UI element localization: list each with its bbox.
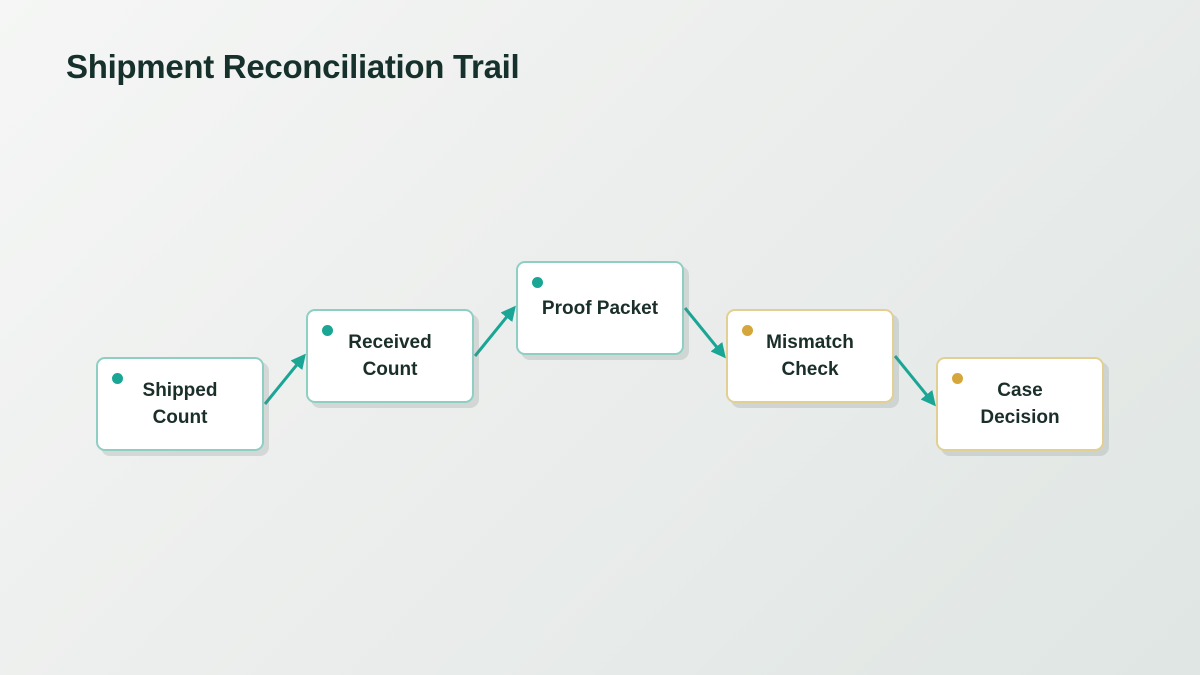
connector-arrow-1: [263, 353, 306, 405]
step-received-count[interactable]: Received Count: [306, 309, 474, 403]
connector-arrow-4: [893, 355, 936, 407]
connector-arrow-3: [683, 307, 726, 359]
step-proof-packet[interactable]: Proof Packet: [516, 261, 684, 355]
step-mismatch-check[interactable]: Mismatch Check: [726, 309, 894, 403]
step-label: Received Count: [348, 332, 432, 380]
step-label: Mismatch Check: [766, 332, 854, 380]
status-dot-amber: [952, 373, 963, 384]
status-dot-amber: [742, 325, 753, 336]
status-dot-teal: [112, 373, 123, 384]
status-dot-teal: [532, 277, 543, 288]
step-label: Case Decision: [980, 380, 1060, 428]
status-dot-teal: [322, 325, 333, 336]
page-title: Shipment Reconciliation Trail: [66, 48, 520, 85]
step-label: Proof Packet: [541, 297, 659, 319]
step-shipped-count[interactable]: Shipped Count: [96, 357, 264, 451]
connector-arrow-2: [473, 305, 516, 357]
step-label: Shipped Count: [142, 380, 218, 428]
step-case-decision[interactable]: Case Decision: [936, 357, 1104, 451]
